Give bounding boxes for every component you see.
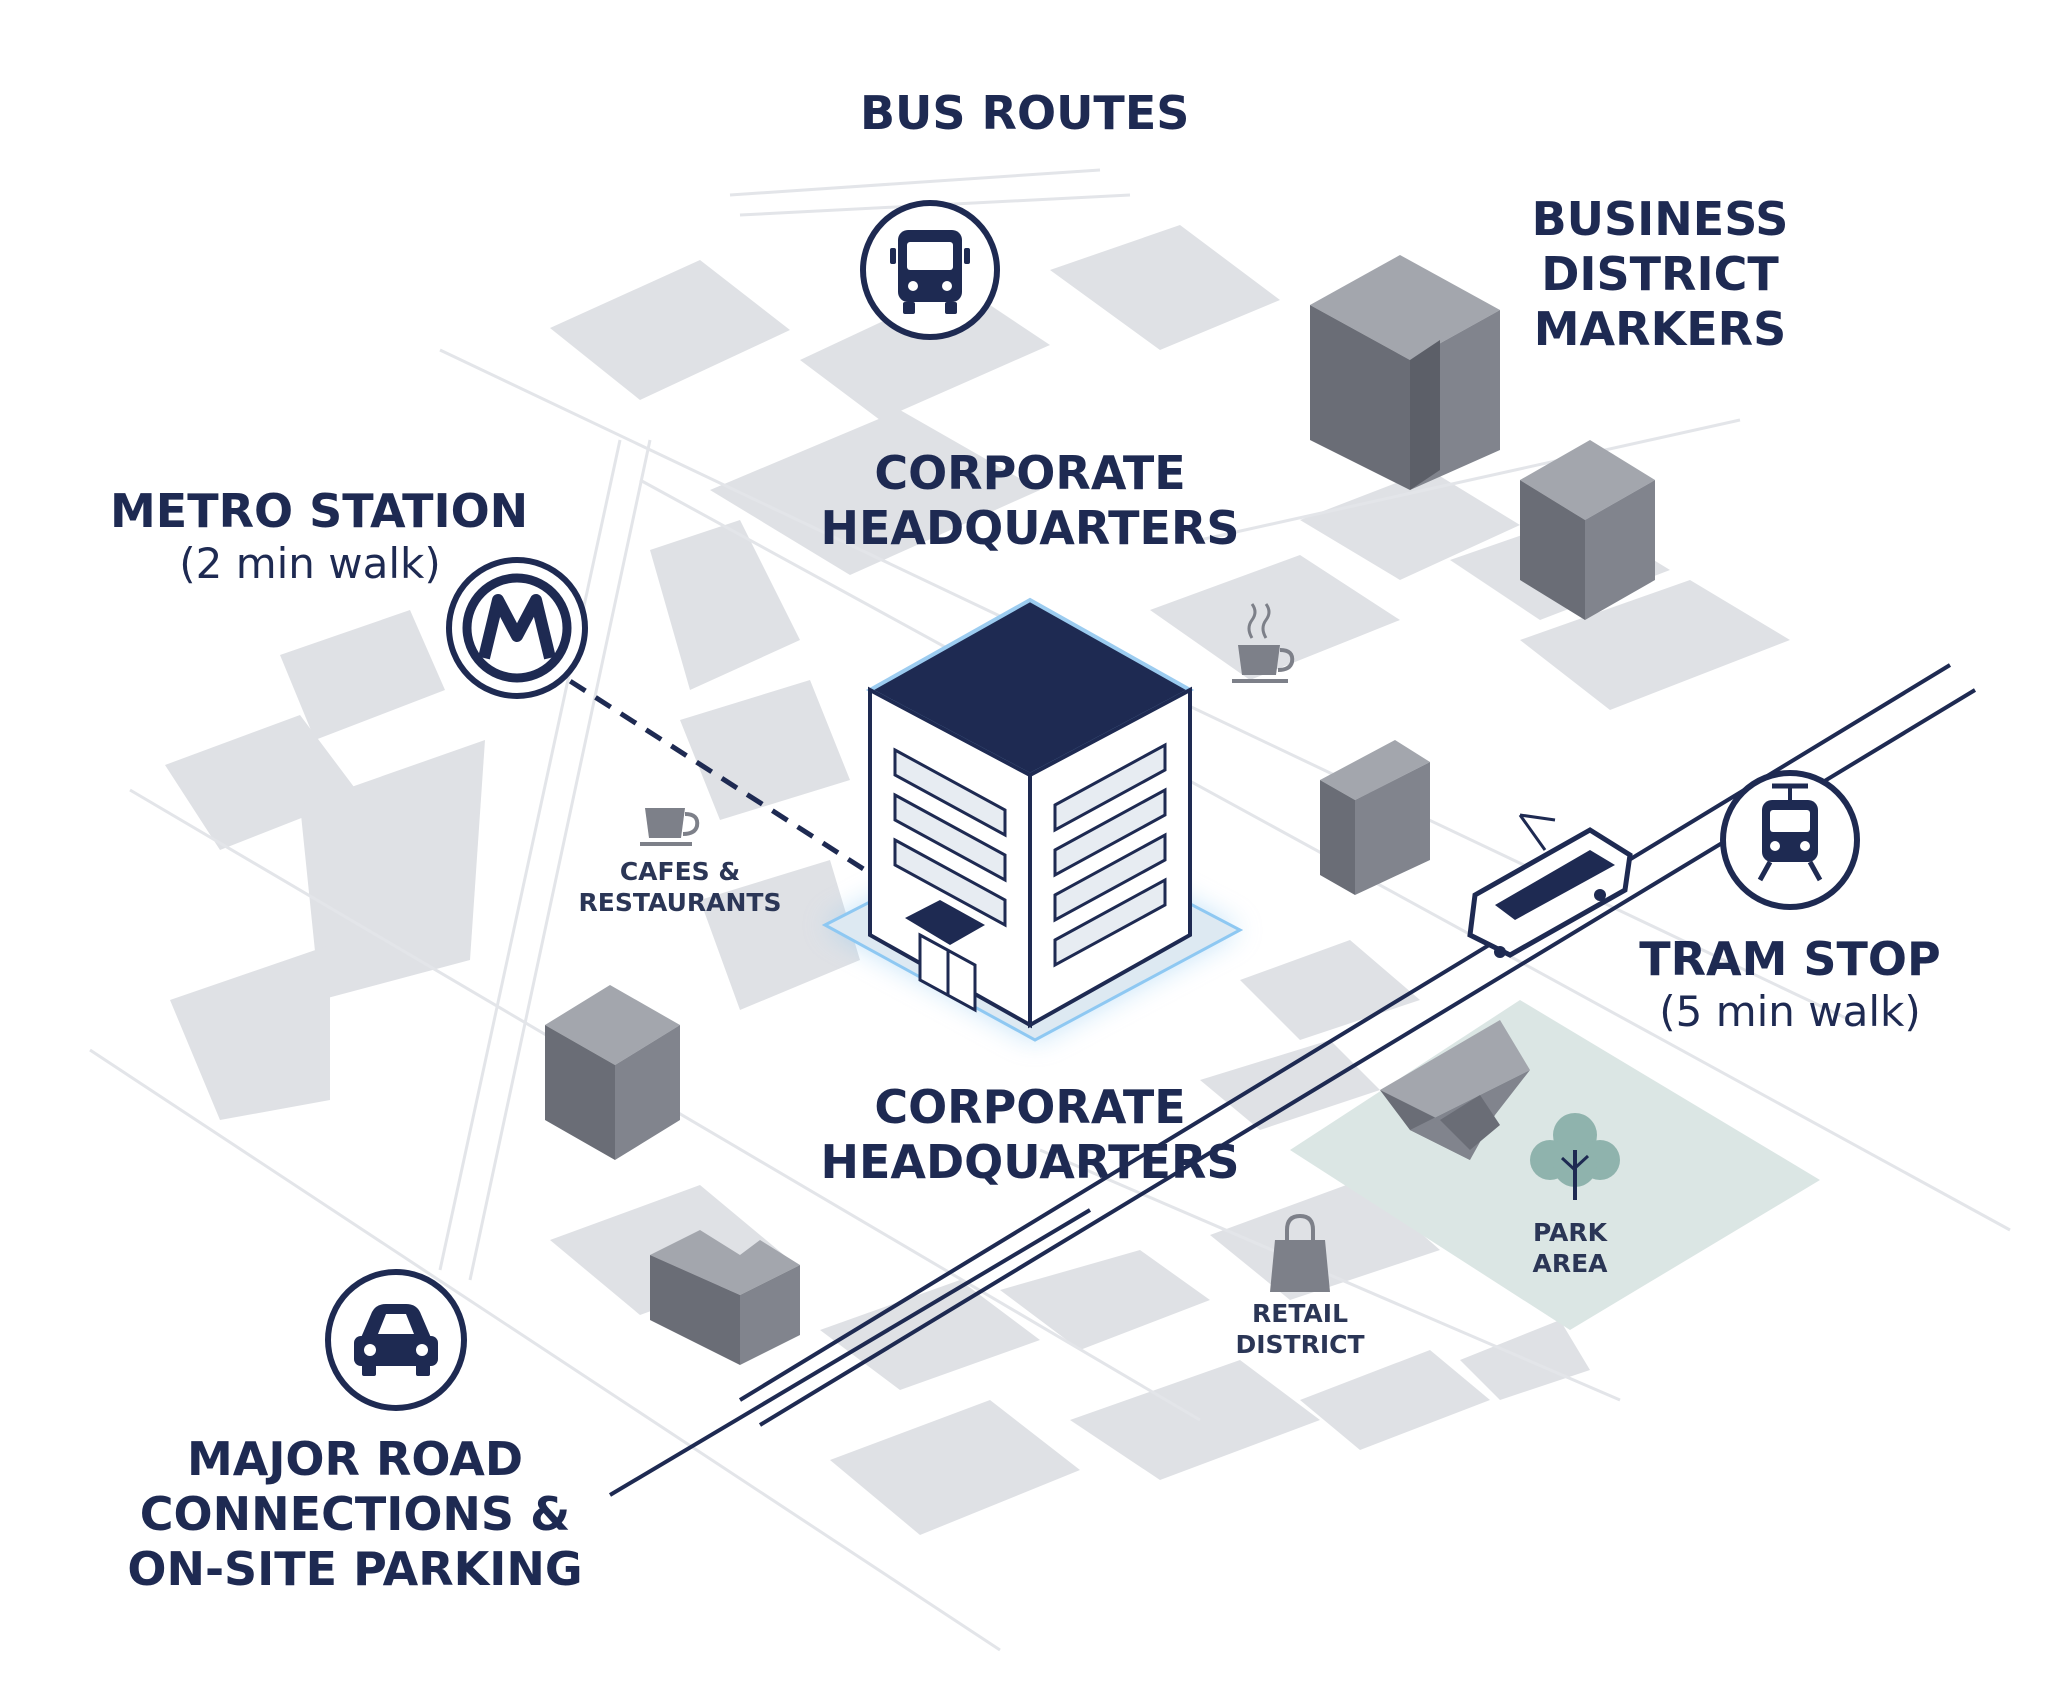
metro-icon[interactable]: [446, 557, 588, 699]
label-line: RETAIL: [1251, 1299, 1349, 1328]
major-road-label: MAJOR ROAD CONNECTIONS & ON-SITE PARKING: [110, 1432, 600, 1598]
tram-icon[interactable]: [1720, 770, 1860, 910]
metro-walk-path: [543, 662, 867, 873]
city-blocks: [165, 225, 1790, 1535]
label-line: RESTAURANTS: [578, 888, 782, 918]
tram-vehicle: [1467, 813, 1633, 958]
tram-stop-sub: (5 min walk): [1659, 987, 1921, 1037]
label-line: HEADQUARTERS: [820, 1135, 1240, 1190]
label-line: ON-SITE PARKING: [127, 1542, 583, 1597]
building-business-small: [1520, 440, 1655, 620]
label-line: CORPORATE: [874, 1080, 1186, 1134]
label-line: AREA: [1532, 1249, 1608, 1279]
metro-station-title: METRO STATION: [110, 484, 529, 538]
hq-label-top: CORPORATE HEADQUARTERS: [810, 446, 1250, 556]
label-line: CONNECTIONS &: [139, 1487, 571, 1542]
building-business-tall: [1310, 255, 1500, 490]
building-mid: [1320, 740, 1430, 895]
label-line: DISTRICT: [1235, 1330, 1365, 1360]
bus-icon[interactable]: [860, 200, 1000, 340]
bus-routes-label: BUS ROUTES: [860, 86, 1190, 140]
label-line: DISTRICT: [1541, 247, 1779, 302]
car-icon[interactable]: [325, 1269, 467, 1411]
hq-label-bottom: CORPORATE HEADQUARTERS: [810, 1080, 1250, 1190]
label-line: MAJOR ROAD: [186, 1432, 524, 1486]
tram-stop-label: TRAM STOP (5 min walk): [1610, 932, 1970, 1038]
tram-stop-title: TRAM STOP: [1639, 932, 1941, 986]
retail-label: RETAIL DISTRICT: [1220, 1298, 1380, 1361]
shopping-bag-icon: [1270, 1213, 1330, 1292]
cafes-label: CAFES & RESTAURANTS: [565, 856, 795, 919]
label-line: MARKERS: [1533, 302, 1787, 357]
tree-icon: [1530, 1113, 1620, 1200]
building-southwest: [650, 1230, 800, 1365]
label-line: BUSINESS: [1531, 192, 1789, 246]
business-district-label: BUSINESS DISTRICT MARKERS: [1510, 192, 1810, 358]
label-line: CORPORATE: [874, 446, 1186, 500]
label-line: CAFES &: [619, 857, 741, 886]
coffee-cup-icon: [1232, 603, 1295, 683]
park-label: PARK AREA: [1500, 1217, 1640, 1280]
label-line: HEADQUARTERS: [820, 501, 1240, 556]
building-park: [1380, 1020, 1530, 1160]
building-west: [545, 985, 680, 1160]
coffee-cup-icon: [640, 808, 700, 846]
hq-building: [821, 597, 1244, 1042]
label-line: PARK: [1533, 1218, 1607, 1247]
metro-station-sub: (2 min walk): [179, 539, 441, 589]
metro-station-label: METRO STATION (2 min walk): [110, 484, 529, 590]
